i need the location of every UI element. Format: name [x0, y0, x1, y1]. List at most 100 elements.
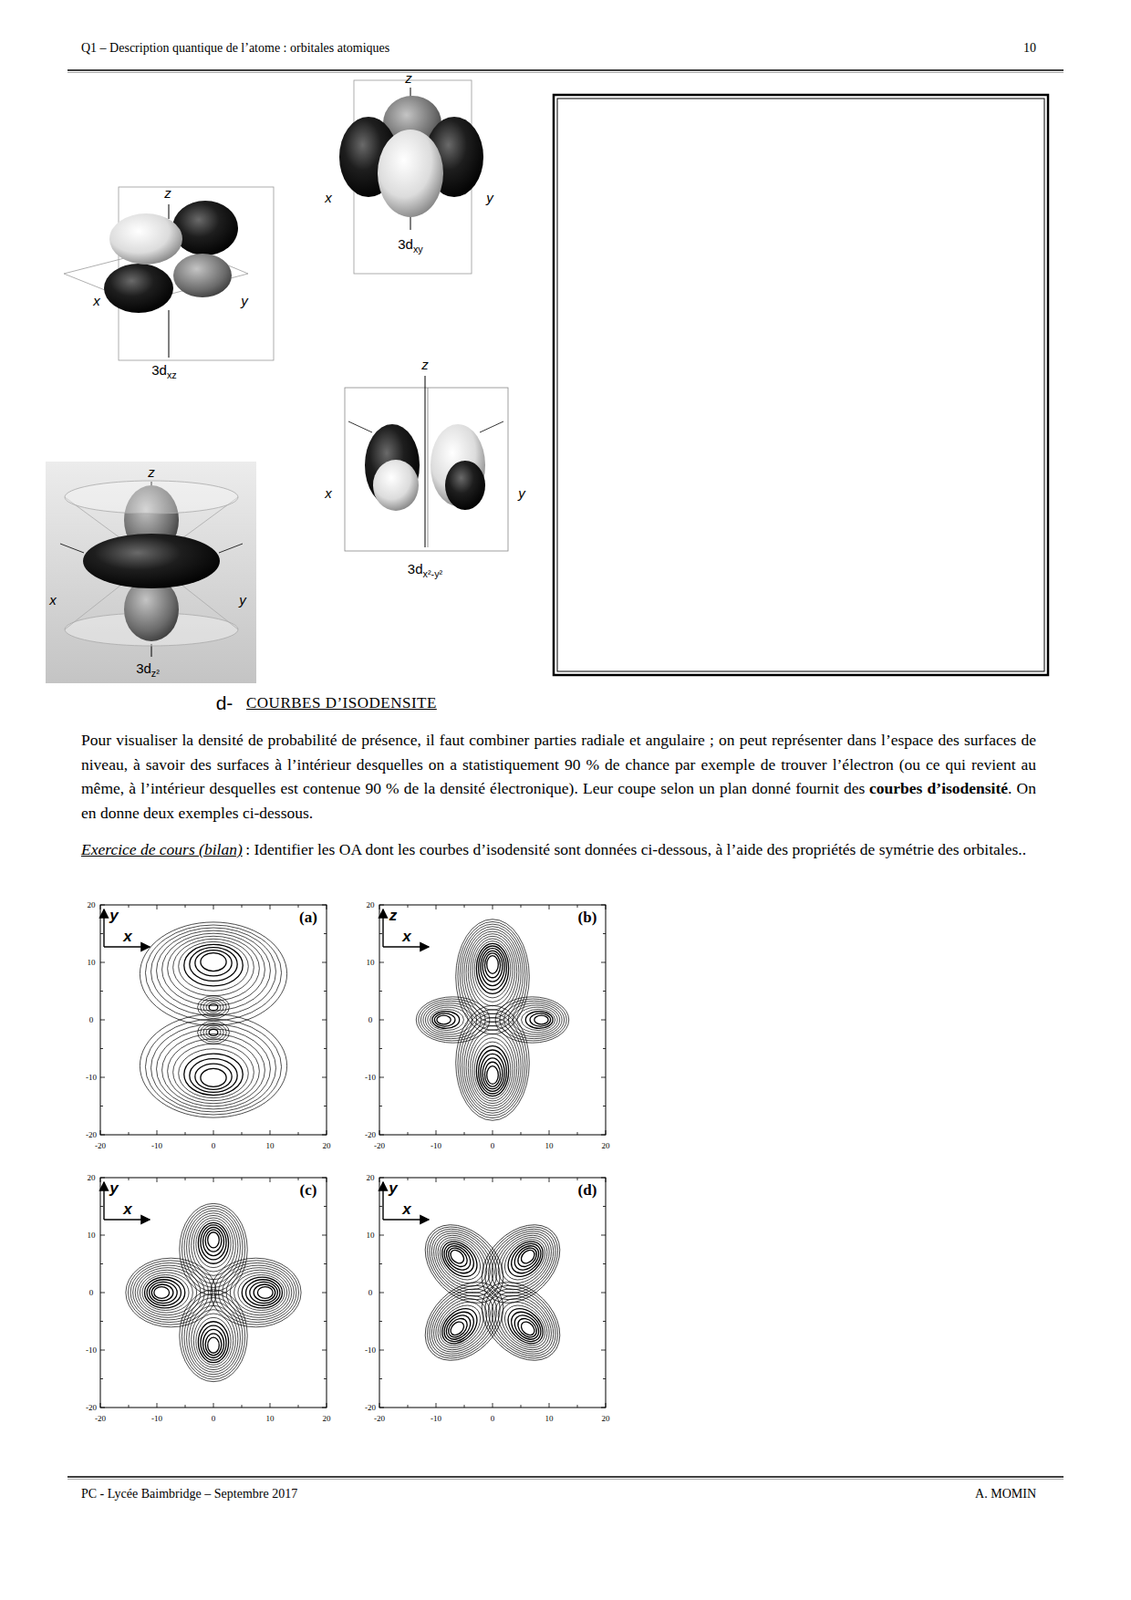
plot-stroke	[435, 1177, 437, 1183]
plot-stroke	[197, 1222, 229, 1264]
plot-stroke	[103, 1182, 104, 1220]
tick-label: 0	[368, 1015, 374, 1025]
orbital-subscript: x²-y²	[423, 568, 444, 580]
plot-stroke	[407, 904, 409, 908]
plot-stroke	[479, 1279, 566, 1366]
plot-stroke	[549, 1177, 550, 1183]
plot-stroke	[407, 1404, 409, 1408]
plot-stroke	[601, 904, 606, 906]
plot-stroke	[298, 1404, 300, 1408]
plot-stroke	[466, 931, 519, 1015]
plot-stroke	[200, 1224, 227, 1260]
paragraph: Pour visualiser la densité de probabilit…	[81, 727, 1037, 825]
orbital-name: 3dxy	[397, 236, 423, 252]
plot-stroke	[379, 1077, 384, 1079]
plot-stroke	[505, 1306, 547, 1348]
plot-stroke	[445, 1314, 471, 1340]
exercise-text: : Identifier les OA dont les courbes d’i…	[245, 840, 1027, 859]
plot-stroke	[518, 1318, 538, 1338]
plot-tag: (a)	[299, 908, 318, 927]
plot-stroke	[100, 1349, 105, 1351]
tick-label: -20	[373, 1141, 385, 1151]
plot-stroke	[379, 1047, 383, 1049]
plot-stroke	[474, 1041, 511, 1099]
plot-stroke	[379, 1349, 384, 1351]
plot-stroke	[188, 1213, 239, 1280]
tick-label: 10	[266, 1141, 275, 1151]
plot-stroke	[379, 1019, 384, 1021]
plot-stroke	[100, 1292, 105, 1294]
plot-stroke	[379, 962, 384, 964]
plot-stroke	[139, 1272, 193, 1313]
plot-stroke	[253, 1284, 276, 1301]
plot-stroke	[602, 933, 606, 934]
plot-stroke	[100, 1378, 104, 1380]
plot-stroke	[534, 1015, 549, 1025]
plot-stroke	[326, 1402, 328, 1408]
plot-stroke	[323, 1205, 327, 1207]
plot-stroke	[197, 1321, 229, 1363]
plot-stroke	[429, 1008, 464, 1030]
tick-label: 20	[366, 900, 375, 910]
plot-stroke	[427, 1006, 468, 1033]
plot-stroke	[186, 1210, 241, 1284]
plot-stroke	[151, 1284, 174, 1301]
plot-stroke	[125, 1257, 217, 1328]
plot-stroke	[601, 1019, 606, 1021]
plot-stroke	[487, 955, 499, 975]
tick-label: -10	[364, 1345, 376, 1355]
plot-stroke	[145, 1018, 281, 1115]
tick-label: 0	[490, 1141, 496, 1151]
tick-label: 0	[211, 1413, 217, 1423]
axis-label: x	[123, 1200, 132, 1219]
orbital-3dz2	[45, 461, 257, 684]
axis-label: x	[93, 292, 101, 309]
plot-stroke	[492, 1293, 557, 1358]
axis-label: y	[240, 292, 249, 309]
axis-label: z	[147, 464, 156, 480]
plot-stroke	[146, 1279, 181, 1306]
plot-stroke	[415, 996, 490, 1043]
plot-stroke	[249, 1281, 279, 1303]
plot-stroke	[189, 947, 238, 982]
plot-stroke	[323, 933, 327, 934]
plot-stroke	[478, 1049, 508, 1094]
plot-stroke	[200, 1068, 227, 1087]
plot-stroke	[100, 904, 327, 1135]
plot-stroke	[100, 1134, 105, 1136]
section-heading: COURBES D’ISODENSITE	[246, 694, 437, 713]
plot-stroke	[226, 1267, 292, 1318]
plot-stroke	[464, 928, 521, 1018]
plot-stroke	[238, 1275, 285, 1311]
plot-stroke	[206, 1027, 221, 1038]
tick-label: 10	[545, 1141, 554, 1151]
tick-label: 10	[366, 1230, 375, 1240]
plot-stroke	[456, 919, 530, 1035]
plot-stroke	[602, 1378, 606, 1380]
plot-stroke	[415, 1275, 510, 1370]
plot-stroke	[326, 1130, 328, 1135]
plot-stroke	[520, 1177, 522, 1181]
plot-stroke	[432, 1297, 488, 1353]
plot-stroke	[185, 1404, 187, 1408]
tick-label: 10	[266, 1413, 275, 1423]
plot-stroke	[445, 1244, 471, 1270]
plot-stroke	[100, 1407, 105, 1409]
plot-stroke	[447, 1318, 467, 1338]
tick-label: -10	[364, 1072, 376, 1082]
plot-stroke	[407, 1131, 409, 1135]
plot-stroke	[188, 1305, 239, 1372]
plot-stroke	[195, 950, 232, 976]
plot-stroke	[103, 945, 150, 947]
tick-label: 20	[601, 1413, 611, 1423]
plot-stroke	[321, 1407, 327, 1409]
tick-label: -10	[151, 1413, 163, 1423]
tick-label: 20	[601, 1141, 611, 1151]
tick-label: 0	[89, 1287, 94, 1298]
plot-stroke	[156, 904, 158, 910]
plot-stroke	[156, 930, 271, 1011]
plot-stroke	[601, 1407, 606, 1409]
plot-stroke	[501, 1234, 550, 1284]
plot-stroke	[203, 1328, 225, 1358]
